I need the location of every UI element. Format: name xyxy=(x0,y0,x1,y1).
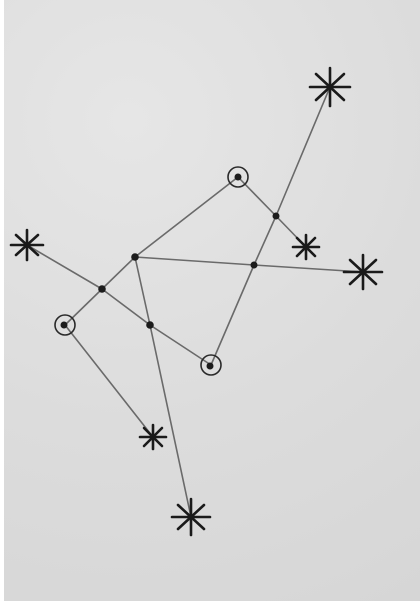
edge xyxy=(135,257,254,265)
edge xyxy=(276,87,330,216)
edge xyxy=(211,265,254,365)
edge xyxy=(150,325,191,517)
circled-dot-icon xyxy=(201,355,221,375)
dot-icon xyxy=(98,285,106,293)
asterisk-star-icon xyxy=(310,68,350,106)
edge xyxy=(102,257,135,289)
edge xyxy=(65,289,102,325)
edge xyxy=(65,325,153,437)
edge xyxy=(27,245,102,289)
asterisk-star-icon xyxy=(293,235,319,259)
dot-icon xyxy=(146,321,154,329)
circled-dot-icon xyxy=(55,315,75,335)
dot-icon xyxy=(131,253,139,261)
edge xyxy=(238,177,276,216)
asterisk-star-icon xyxy=(172,499,210,535)
asterisk-star-icon xyxy=(11,230,43,260)
circled-dot-icon xyxy=(228,167,248,187)
asterisk-star-icon xyxy=(344,255,382,289)
connection-lines xyxy=(27,87,363,517)
edge xyxy=(135,177,238,257)
edge xyxy=(254,216,276,265)
asterisk-star-icon xyxy=(140,425,166,449)
edge xyxy=(150,325,211,365)
dot-icon xyxy=(251,262,258,269)
dot-icon xyxy=(273,213,280,220)
